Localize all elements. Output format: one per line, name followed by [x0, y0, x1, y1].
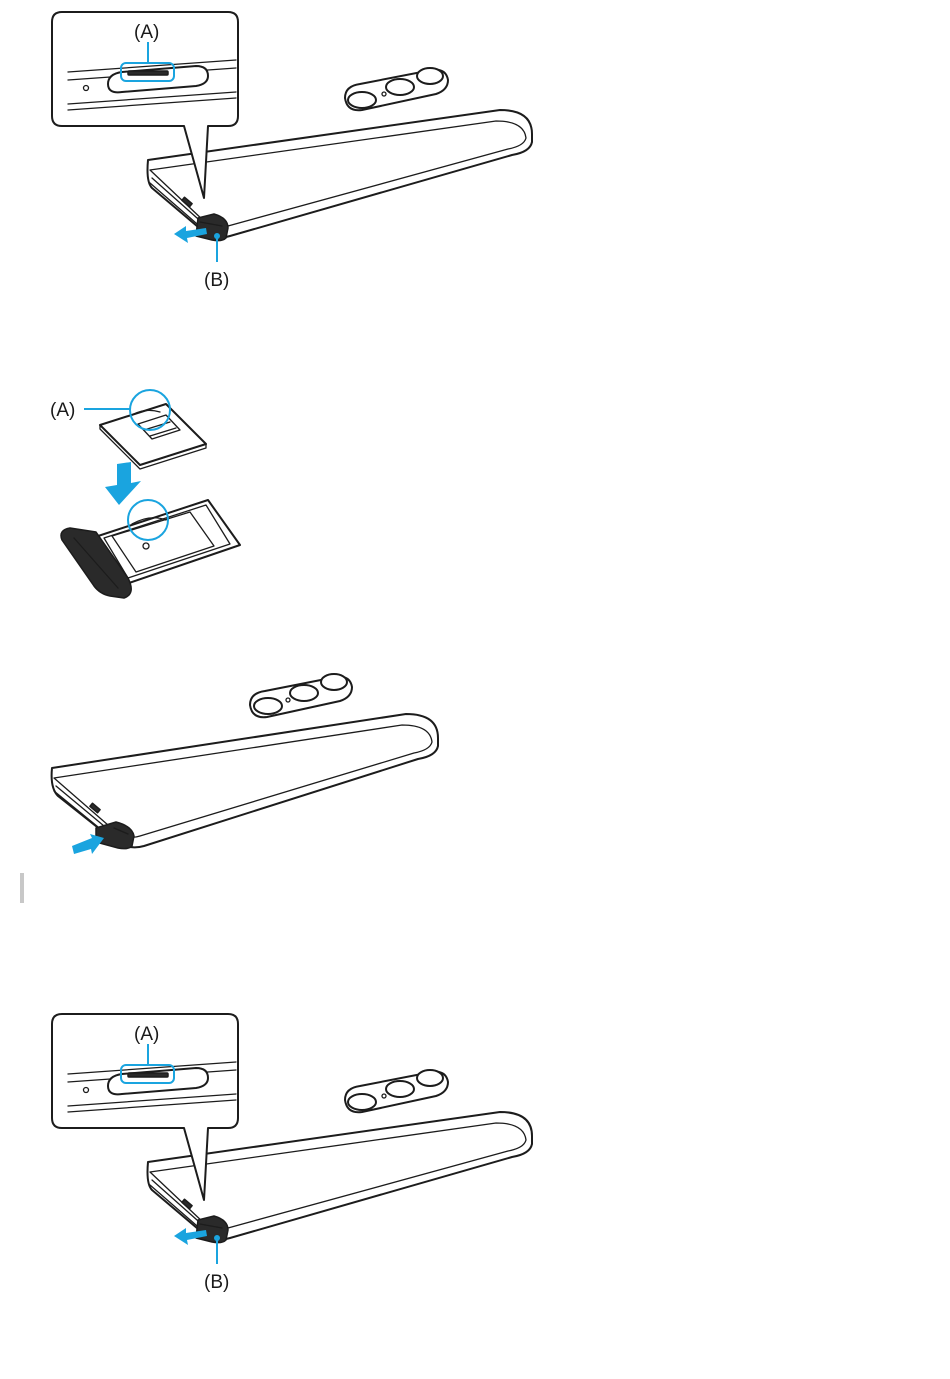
callout-a-label-4: (A) [134, 1024, 159, 1045]
callout-b-label-4: (B) [204, 1272, 229, 1293]
